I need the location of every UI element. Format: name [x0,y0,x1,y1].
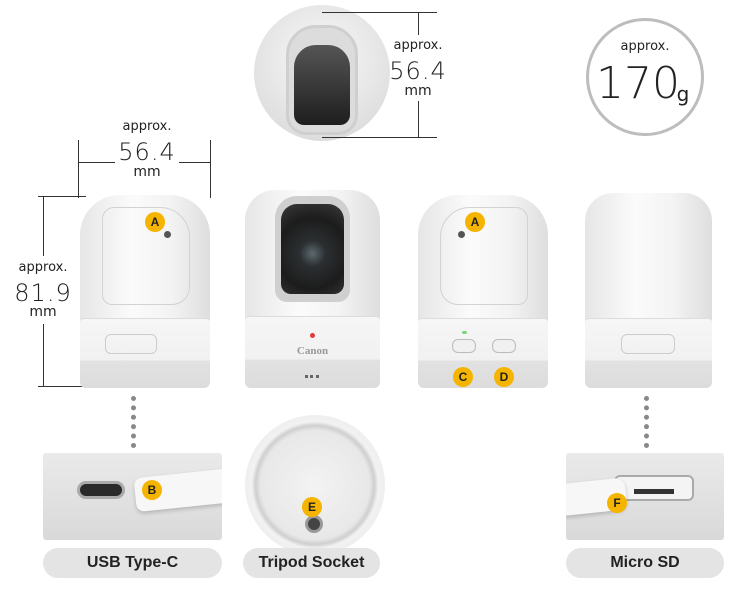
connector-dotted-line [131,396,136,448]
label-micro-sd: Micro SD [566,548,724,578]
height-dim-approx: approx. [18,260,68,275]
dimension-line [322,12,437,13]
badge-a: A [465,212,485,232]
camera-head-panel [102,207,190,305]
speaker-grille [305,375,319,378]
camera-back-view [585,193,712,388]
lens-sensor [164,231,171,238]
top-dim-value: 56.4 [389,57,447,85]
power-led [462,331,467,334]
weight-value: 170 [596,58,680,109]
lens-sensor [458,231,465,238]
dimension-line [38,386,86,387]
width-dim-value: 56.4 [118,138,176,166]
weight-unit: g [676,82,690,106]
badge-b: B [142,480,162,500]
height-dim-value: 81.9 [14,279,72,307]
tripod-mount-hole [305,515,323,533]
microsd-cover [621,334,675,354]
wireless-button[interactable] [492,339,516,353]
usb-port-closeup [43,453,222,540]
camera-base: Canon [245,316,380,388]
brand-logo: Canon [296,345,329,357]
badge-c: C [453,367,473,387]
connector-dotted-line [644,396,649,448]
usb-port-cover [105,334,157,354]
camera-left-side-view [80,195,210,388]
badge-f: F [607,493,627,513]
camera-front-view: Canon [245,190,380,388]
camera-base [80,318,210,388]
width-dim-approx: approx. [122,119,172,134]
label-tripod-socket: Tripod Socket [243,548,380,578]
camera-head-panel [440,207,528,305]
top-view-camera [254,5,390,141]
top-dim-unit: mm [404,83,432,99]
power-button[interactable] [452,339,476,353]
width-dim-unit: mm [133,164,161,180]
weight-approx: approx. [620,39,670,54]
camera-lens-dark [294,45,350,125]
dimension-line [38,196,86,197]
badge-e: E [302,497,322,517]
top-dim-approx: approx. [393,38,443,53]
weight-badge [586,18,704,136]
camera-base [418,318,548,388]
camera-base [585,318,712,388]
tripod-socket-closeup [245,415,385,555]
height-dim-unit: mm [29,304,57,320]
dimension-line [78,140,79,198]
label-usb-type-c: USB Type-C [43,548,222,578]
camera-lens [281,204,344,294]
microsd-slot [614,475,694,501]
microsd-slot-closeup [566,453,724,540]
usb-c-port [77,481,125,499]
badge-d: D [494,367,514,387]
dimension-line [322,137,437,138]
badge-a: A [145,212,165,232]
status-led [310,333,315,338]
dimension-line [210,140,211,198]
